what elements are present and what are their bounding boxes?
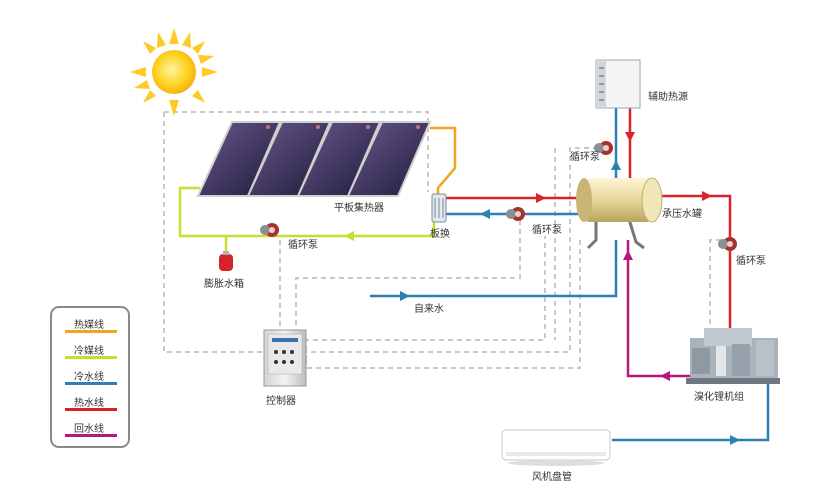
- chilled-water-arrow: [730, 435, 740, 445]
- sun-icon: [130, 28, 218, 116]
- legend-item-cold-medium: 冷媒线: [52, 342, 128, 368]
- plate-exchanger: [431, 193, 447, 223]
- pump-top-icon: [594, 141, 613, 155]
- legend-label: 冷水线: [74, 372, 104, 383]
- label-tank: 承压水罐: [662, 207, 702, 220]
- cold-water-arrow-1: [480, 209, 490, 219]
- pressure-tank: [576, 177, 663, 250]
- hot-water-pipe-chiller: [660, 194, 732, 336]
- return-water-arrow-2: [623, 250, 633, 260]
- label-pump-left: 循环泵: [288, 238, 318, 251]
- legend-label: 冷媒线: [74, 346, 104, 357]
- label-tap-water: 自来水: [414, 302, 444, 315]
- aux-heat-unit: [595, 59, 641, 109]
- legend-label: 热水线: [74, 398, 104, 409]
- hot-medium-pipe: [430, 126, 457, 198]
- legend: 热媒线 冷媒线 冷水线 热水线 回水线: [50, 306, 130, 448]
- label-collector: 平板集热器: [334, 201, 384, 214]
- label-chiller: 溴化锂机组: [694, 390, 744, 403]
- label-fan-coil: 风机盘管: [532, 470, 572, 483]
- legend-swatch: [65, 434, 117, 437]
- label-expansion-tank: 膨胀水箱: [204, 277, 244, 290]
- label-pump-mid: 循环泵: [532, 223, 562, 236]
- label-controller: 控制器: [266, 394, 296, 407]
- legend-item-cold-water: 冷水线: [52, 368, 128, 394]
- legend-swatch: [65, 382, 117, 385]
- legend-swatch: [65, 330, 117, 333]
- cold-medium-arrow: [344, 231, 354, 241]
- controller-cabinet: [263, 329, 307, 387]
- return-water-arrow-1: [660, 371, 670, 381]
- legend-swatch: [65, 408, 117, 411]
- legend-label: 回水线: [74, 424, 104, 435]
- chilled-water-pipe: [612, 378, 770, 442]
- cold-water-arrow-2: [611, 160, 621, 170]
- legend-item-hot-medium: 热媒线: [52, 316, 128, 342]
- legend-item-hot-water: 热水线: [52, 394, 128, 420]
- expansion-tank: [219, 251, 233, 271]
- tap-water-pipe: [370, 240, 618, 298]
- fan-coil-unit: [501, 429, 611, 466]
- label-pump-right: 循环泵: [736, 254, 766, 267]
- pump-right-icon: [718, 237, 737, 251]
- legend-item-return-water: 回水线: [52, 420, 128, 446]
- tap-water-arrow: [400, 291, 410, 301]
- cold-medium-pipe: [178, 186, 436, 238]
- hot-water-arrow-3: [625, 132, 635, 142]
- hot-water-arrow-1: [536, 193, 546, 203]
- collector-panels: [196, 121, 432, 197]
- hot-water-arrow-2: [702, 191, 712, 201]
- absorption-chiller: [686, 328, 780, 384]
- label-exchanger: 板换: [430, 227, 450, 240]
- label-pump-top: 循环泵: [570, 150, 600, 163]
- label-aux-heat: 辅助热源: [648, 90, 688, 103]
- legend-swatch: [65, 356, 117, 359]
- legend-label: 热媒线: [74, 320, 104, 331]
- pump-left-icon: [260, 223, 279, 237]
- pump-mid-icon: [506, 207, 525, 221]
- return-water-pipe: [626, 240, 690, 378]
